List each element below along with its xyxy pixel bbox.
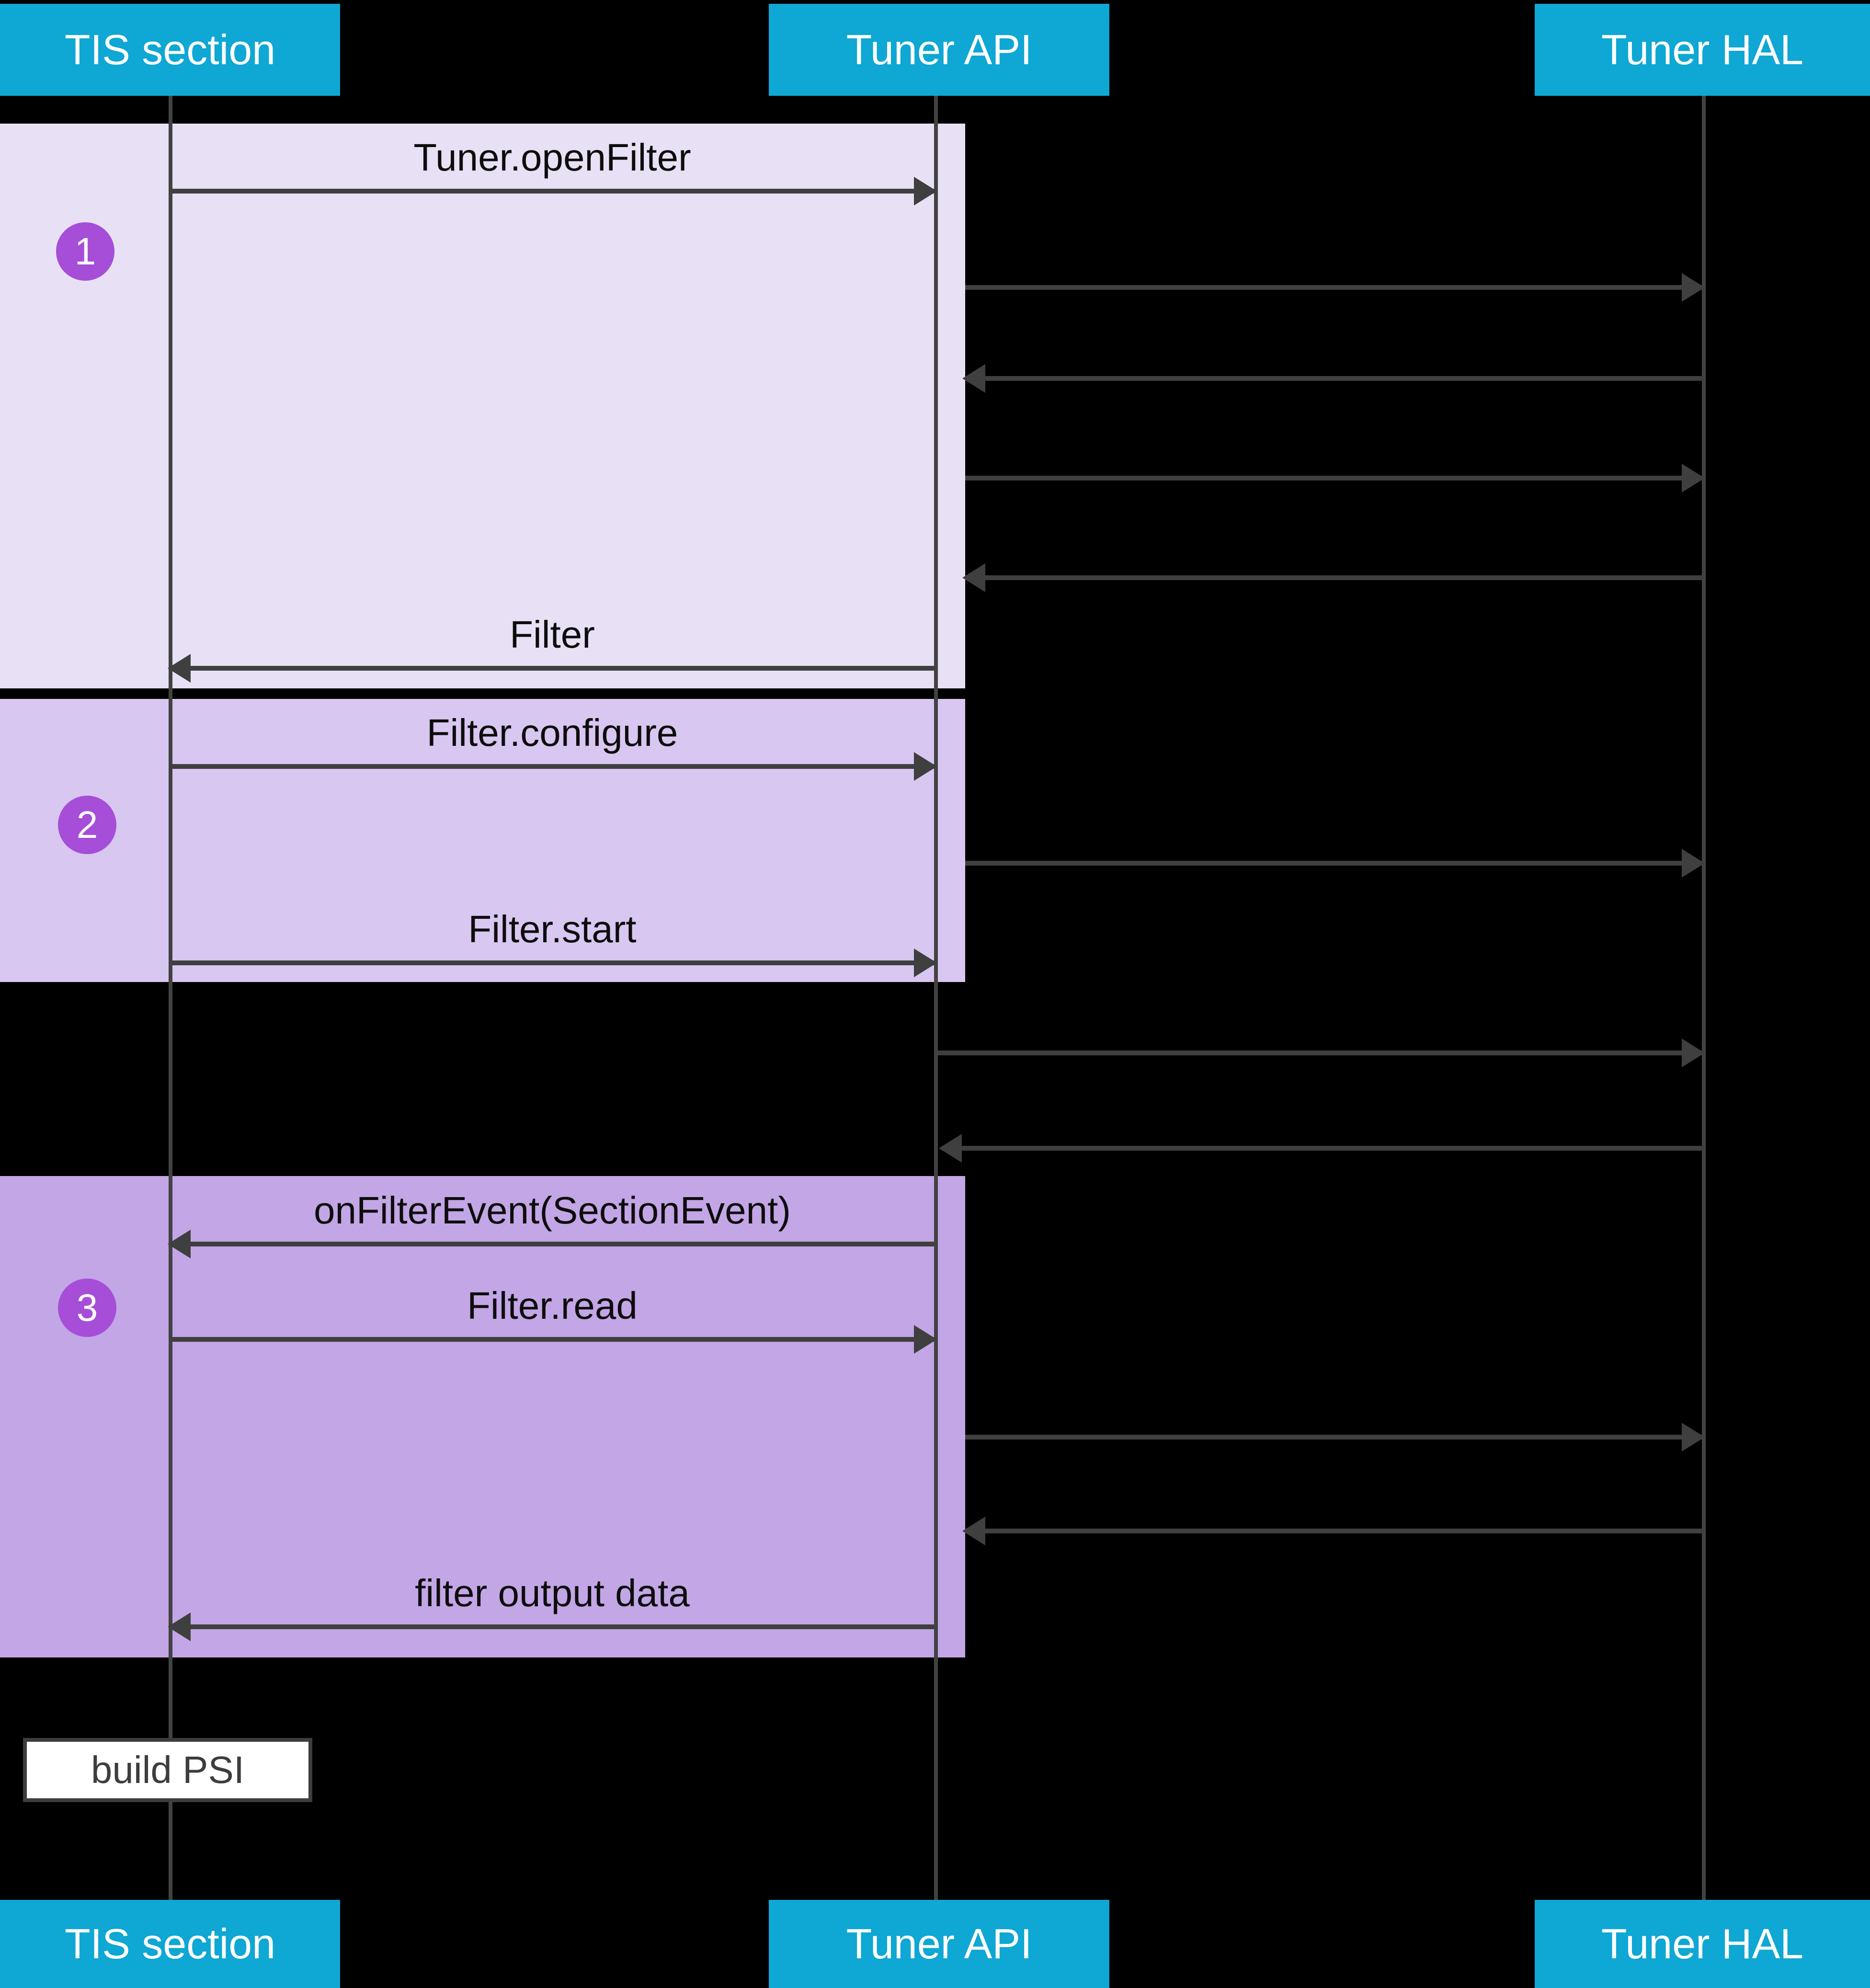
note-label: build PSI [91, 1748, 245, 1791]
message-line [965, 1435, 1702, 1440]
arrowhead-icon [914, 948, 937, 977]
message-label: Filter.start [468, 908, 637, 950]
message-line [171, 666, 934, 671]
arrowhead-icon [914, 1325, 937, 1354]
lifeline-tis-section [169, 96, 172, 1900]
participant-header-tis-top: TIS section [0, 4, 340, 96]
message-line [965, 861, 1702, 866]
message-line [965, 285, 1702, 290]
participant-label: Tuner API [846, 26, 1032, 73]
step-circle-2: 2 [58, 796, 116, 854]
message-line [171, 1624, 934, 1629]
lifeline-tuner-api [934, 96, 938, 1900]
message-line [171, 960, 934, 965]
arrowhead-icon [962, 364, 985, 393]
arrowhead-icon [168, 654, 191, 683]
arrowhead-icon [962, 1517, 985, 1545]
message-line [171, 764, 934, 769]
message-label: Tuner.openFilter [413, 136, 691, 179]
arrowhead-icon [1682, 849, 1705, 878]
arrowhead-icon [939, 1134, 962, 1163]
participant-header-hal-bottom: Tuner HAL [1535, 1900, 1870, 1988]
arrowhead-icon [1682, 1423, 1705, 1451]
step-number: 2 [76, 803, 98, 846]
participant-label: TIS section [64, 1920, 276, 1967]
arrowhead-icon [914, 177, 937, 206]
message-label: Filter [510, 613, 595, 656]
message-label: filter output data [415, 1572, 690, 1614]
participant-header-api-bottom: Tuner API [769, 1900, 1109, 1988]
participant-label: TIS section [64, 26, 276, 73]
message-line [965, 376, 1704, 381]
participant-label: Tuner HAL [1601, 26, 1804, 73]
arrowhead-icon [1682, 273, 1705, 302]
note-box: build PSI [23, 1738, 312, 1802]
message-label: Filter.read [467, 1284, 638, 1327]
message-line [171, 1242, 934, 1246]
lifeline-tuner-hal [1702, 96, 1706, 1900]
message-label: onFilterEvent(SectionEvent) [313, 1189, 791, 1232]
message-line [171, 1337, 934, 1342]
section-box-2 [0, 699, 965, 982]
section-box-3 [0, 1176, 965, 1657]
arrowhead-icon [1682, 1039, 1705, 1067]
arrowhead-icon [168, 1230, 191, 1258]
participant-label: Tuner API [846, 1920, 1032, 1967]
arrowhead-icon [914, 752, 937, 781]
message-label: Filter.configure [426, 711, 678, 754]
participant-header-tis-bottom: TIS section [0, 1900, 340, 1988]
message-line [965, 1529, 1704, 1533]
participant-header-hal-top: Tuner HAL [1535, 4, 1870, 96]
step-number: 3 [76, 1286, 98, 1329]
section-box-1 [0, 124, 965, 688]
message-line [938, 1051, 1702, 1055]
arrowhead-icon [1682, 464, 1705, 492]
message-line [171, 189, 934, 194]
arrowhead-icon [168, 1612, 191, 1641]
message-line [942, 1146, 1704, 1151]
step-circle-3: 3 [58, 1279, 116, 1337]
message-line [965, 476, 1702, 480]
participant-header-api-top: Tuner API [769, 4, 1109, 96]
participant-label: Tuner HAL [1601, 1920, 1804, 1967]
step-circle-1: 1 [56, 222, 114, 281]
message-line [965, 575, 1704, 580]
arrowhead-icon [962, 563, 985, 592]
step-number: 1 [74, 230, 96, 273]
